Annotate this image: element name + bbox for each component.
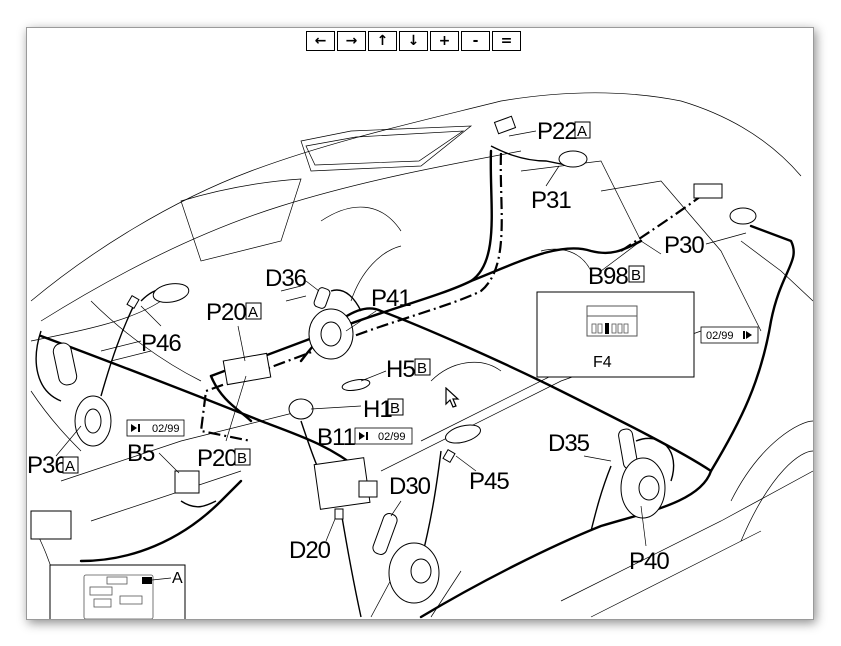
svg-text:02/99: 02/99 <box>152 423 180 435</box>
arrow-up-icon: ↑ <box>376 33 389 49</box>
component-labels: P22 A P31 P30 B98 B D36 P41 P20 A P46 H5… <box>27 118 705 575</box>
diagram-viewer-window: F4 A P22 A P31 P30 B98 B D36 P41 <box>26 27 814 620</box>
label-p36[interactable]: P36 <box>27 452 68 479</box>
p22-connector <box>493 115 517 135</box>
location-inset-label: A <box>172 570 183 587</box>
p46-light <box>152 283 190 303</box>
b5-module <box>174 470 200 494</box>
left-coil <box>52 342 78 386</box>
svg-text:02/99: 02/99 <box>378 431 406 443</box>
play-from-icon <box>359 432 365 440</box>
label-b98-variant: B <box>631 267 641 284</box>
p45-connector <box>442 448 456 464</box>
label-d35[interactable]: D35 <box>548 430 591 457</box>
zoom-out-button[interactable]: - <box>461 31 490 51</box>
label-p20a-variant: A <box>248 304 258 321</box>
label-p30[interactable]: P30 <box>664 232 705 259</box>
zoom-reset-button[interactable]: = <box>492 31 521 51</box>
pan-up-button[interactable]: ↑ <box>368 31 397 51</box>
p45-light <box>444 424 482 444</box>
label-h1-variant: B <box>390 400 400 417</box>
minus-icon: - <box>472 33 479 49</box>
battery <box>30 510 72 540</box>
label-p45[interactable]: P45 <box>469 468 510 495</box>
label-h5[interactable]: H5 <box>386 356 416 383</box>
arrow-right-icon: → <box>345 33 358 49</box>
b11-fusebox <box>313 457 371 510</box>
label-p40[interactable]: P40 <box>629 548 670 575</box>
label-p46[interactable]: P46 <box>141 330 182 357</box>
date-badge-b11[interactable]: 02/99 <box>354 427 413 445</box>
f4-fuse <box>605 323 609 334</box>
play-until-icon <box>746 331 752 339</box>
date-badge-right[interactable]: 02/99 <box>700 326 759 344</box>
arrow-down-icon: ↓ <box>407 33 420 49</box>
label-p20b[interactable]: P20 <box>197 445 238 472</box>
label-b11[interactable]: B11 <box>317 424 357 451</box>
location-inset: A <box>49 564 186 619</box>
leader-lines <box>55 130 747 580</box>
label-b5[interactable]: B5 <box>127 440 156 467</box>
pan-left-button[interactable]: ← <box>306 31 335 51</box>
label-p20a[interactable]: P20 <box>206 299 247 326</box>
play-from-icon <box>131 424 137 432</box>
equals-icon: = <box>500 33 513 49</box>
p30-speaker <box>729 207 757 225</box>
d20-connector <box>334 508 344 520</box>
mouse-pointer-icon <box>445 387 460 408</box>
h1-component <box>288 398 314 420</box>
p20-module <box>222 352 272 386</box>
label-p20b-variant: B <box>237 450 247 467</box>
label-p31[interactable]: P31 <box>531 187 572 214</box>
wiring-diagram[interactable]: F4 A P22 A P31 P30 B98 B D36 P41 <box>27 28 813 619</box>
p46-connector <box>126 294 140 310</box>
svg-text:02/99: 02/99 <box>706 330 734 342</box>
fuse-inset: F4 <box>536 291 695 378</box>
navigation-toolbar: ← → ↑ ↓ + - = <box>306 31 521 51</box>
label-d36[interactable]: D36 <box>265 265 308 292</box>
label-b98[interactable]: B98 <box>588 263 629 290</box>
b98-module <box>693 183 723 199</box>
h5-component <box>341 379 371 391</box>
p31-speaker <box>558 150 588 168</box>
d36-tweeter <box>313 287 331 309</box>
plus-icon: + <box>438 33 451 49</box>
label-p36-variant: A <box>65 458 75 475</box>
label-d20[interactable]: D20 <box>289 537 332 564</box>
fuse-inset-label: F4 <box>593 354 612 371</box>
d30-tweeter <box>372 513 398 555</box>
label-h5-variant: B <box>417 360 427 377</box>
label-p22-variant: A <box>577 123 587 140</box>
pan-down-button[interactable]: ↓ <box>399 31 428 51</box>
label-p41[interactable]: P41 <box>371 285 412 312</box>
date-badge-b5[interactable]: 02/99 <box>126 419 185 437</box>
arrow-left-icon: ← <box>314 33 327 49</box>
components <box>30 115 757 604</box>
pan-right-button[interactable]: → <box>337 31 366 51</box>
label-d30[interactable]: D30 <box>389 473 432 500</box>
label-p22[interactable]: P22 <box>537 118 578 145</box>
zoom-in-button[interactable]: + <box>430 31 459 51</box>
